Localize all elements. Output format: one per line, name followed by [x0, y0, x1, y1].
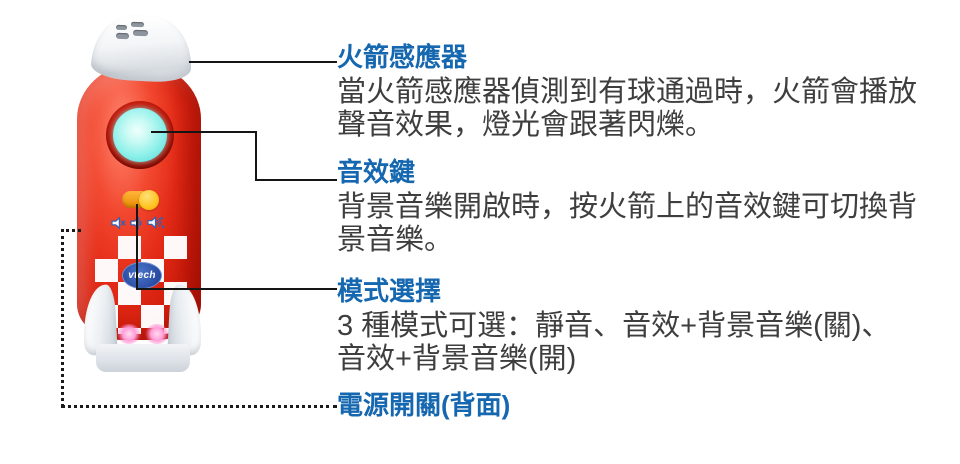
- rocket-toy-illustration: vtech: [0, 0, 260, 464]
- speaker-vent: [115, 24, 128, 31]
- section-power-switch: 電源開關(背面): [337, 390, 952, 420]
- vtech-logo: vtech: [122, 262, 162, 289]
- callout-line-window-h: [151, 131, 257, 133]
- section-body-line: 背景音樂開啟時，按火箭上的音效鍵可切換背: [337, 191, 918, 223]
- callout-dotted-power-top: [61, 229, 81, 232]
- callout-line-mode-v: [136, 204, 138, 290]
- speaker-vent: [130, 21, 145, 28]
- section-heading: 火箭感應器: [337, 42, 468, 72]
- speaker-vent: [115, 32, 130, 40]
- speaker-music-icon: [147, 215, 165, 230]
- mode-icon-row: [111, 215, 165, 230]
- section-rocket-sensor: 火箭感應器 當火箭感應器偵測到有球通過時，火箭會播放 聲音效果，燈光會跟著閃爍。: [337, 42, 952, 142]
- callout-dotted-power-bottom: [61, 405, 337, 408]
- rocket-base: [96, 344, 190, 372]
- section-mode-select: 模式選擇 3 種模式可選：靜音、音效+背景音樂(關)、 音效+背景音樂(開): [337, 276, 952, 376]
- pink-led-light: [145, 324, 169, 344]
- callout-line-window-v: [255, 131, 257, 181]
- section-heading: 電源開關(背面): [337, 390, 511, 420]
- callout-line-mode-h: [136, 288, 337, 290]
- callout-line-sensor: [189, 61, 337, 63]
- speaker-vent: [132, 29, 149, 37]
- section-body-line: 聲音效果，燈光會跟著閃爍。: [337, 109, 715, 141]
- mute-speaker-icon: [111, 215, 126, 230]
- section-body-line: 3 種模式可選：靜音、音效+背景音樂(關)、: [337, 310, 891, 342]
- callout-line-soundkey: [255, 179, 337, 181]
- sound-effect-button-yellow[interactable]: [139, 190, 159, 210]
- section-heading: 模式選擇: [337, 276, 442, 306]
- callout-dotted-power-side: [61, 229, 64, 407]
- sensor-light-window: [113, 108, 167, 162]
- section-body-line: 景音樂。: [337, 224, 454, 256]
- section-body-line: 音效+背景音樂(開): [337, 343, 577, 375]
- section-heading: 音效鍵: [337, 157, 416, 187]
- section-body-line: 當火箭感應器偵測到有球通過時，火箭會播放: [337, 76, 918, 108]
- section-sound-key: 音效鍵 背景音樂開啟時，按火箭上的音效鍵可切換背 景音樂。: [337, 157, 952, 257]
- pink-led-light: [117, 324, 141, 344]
